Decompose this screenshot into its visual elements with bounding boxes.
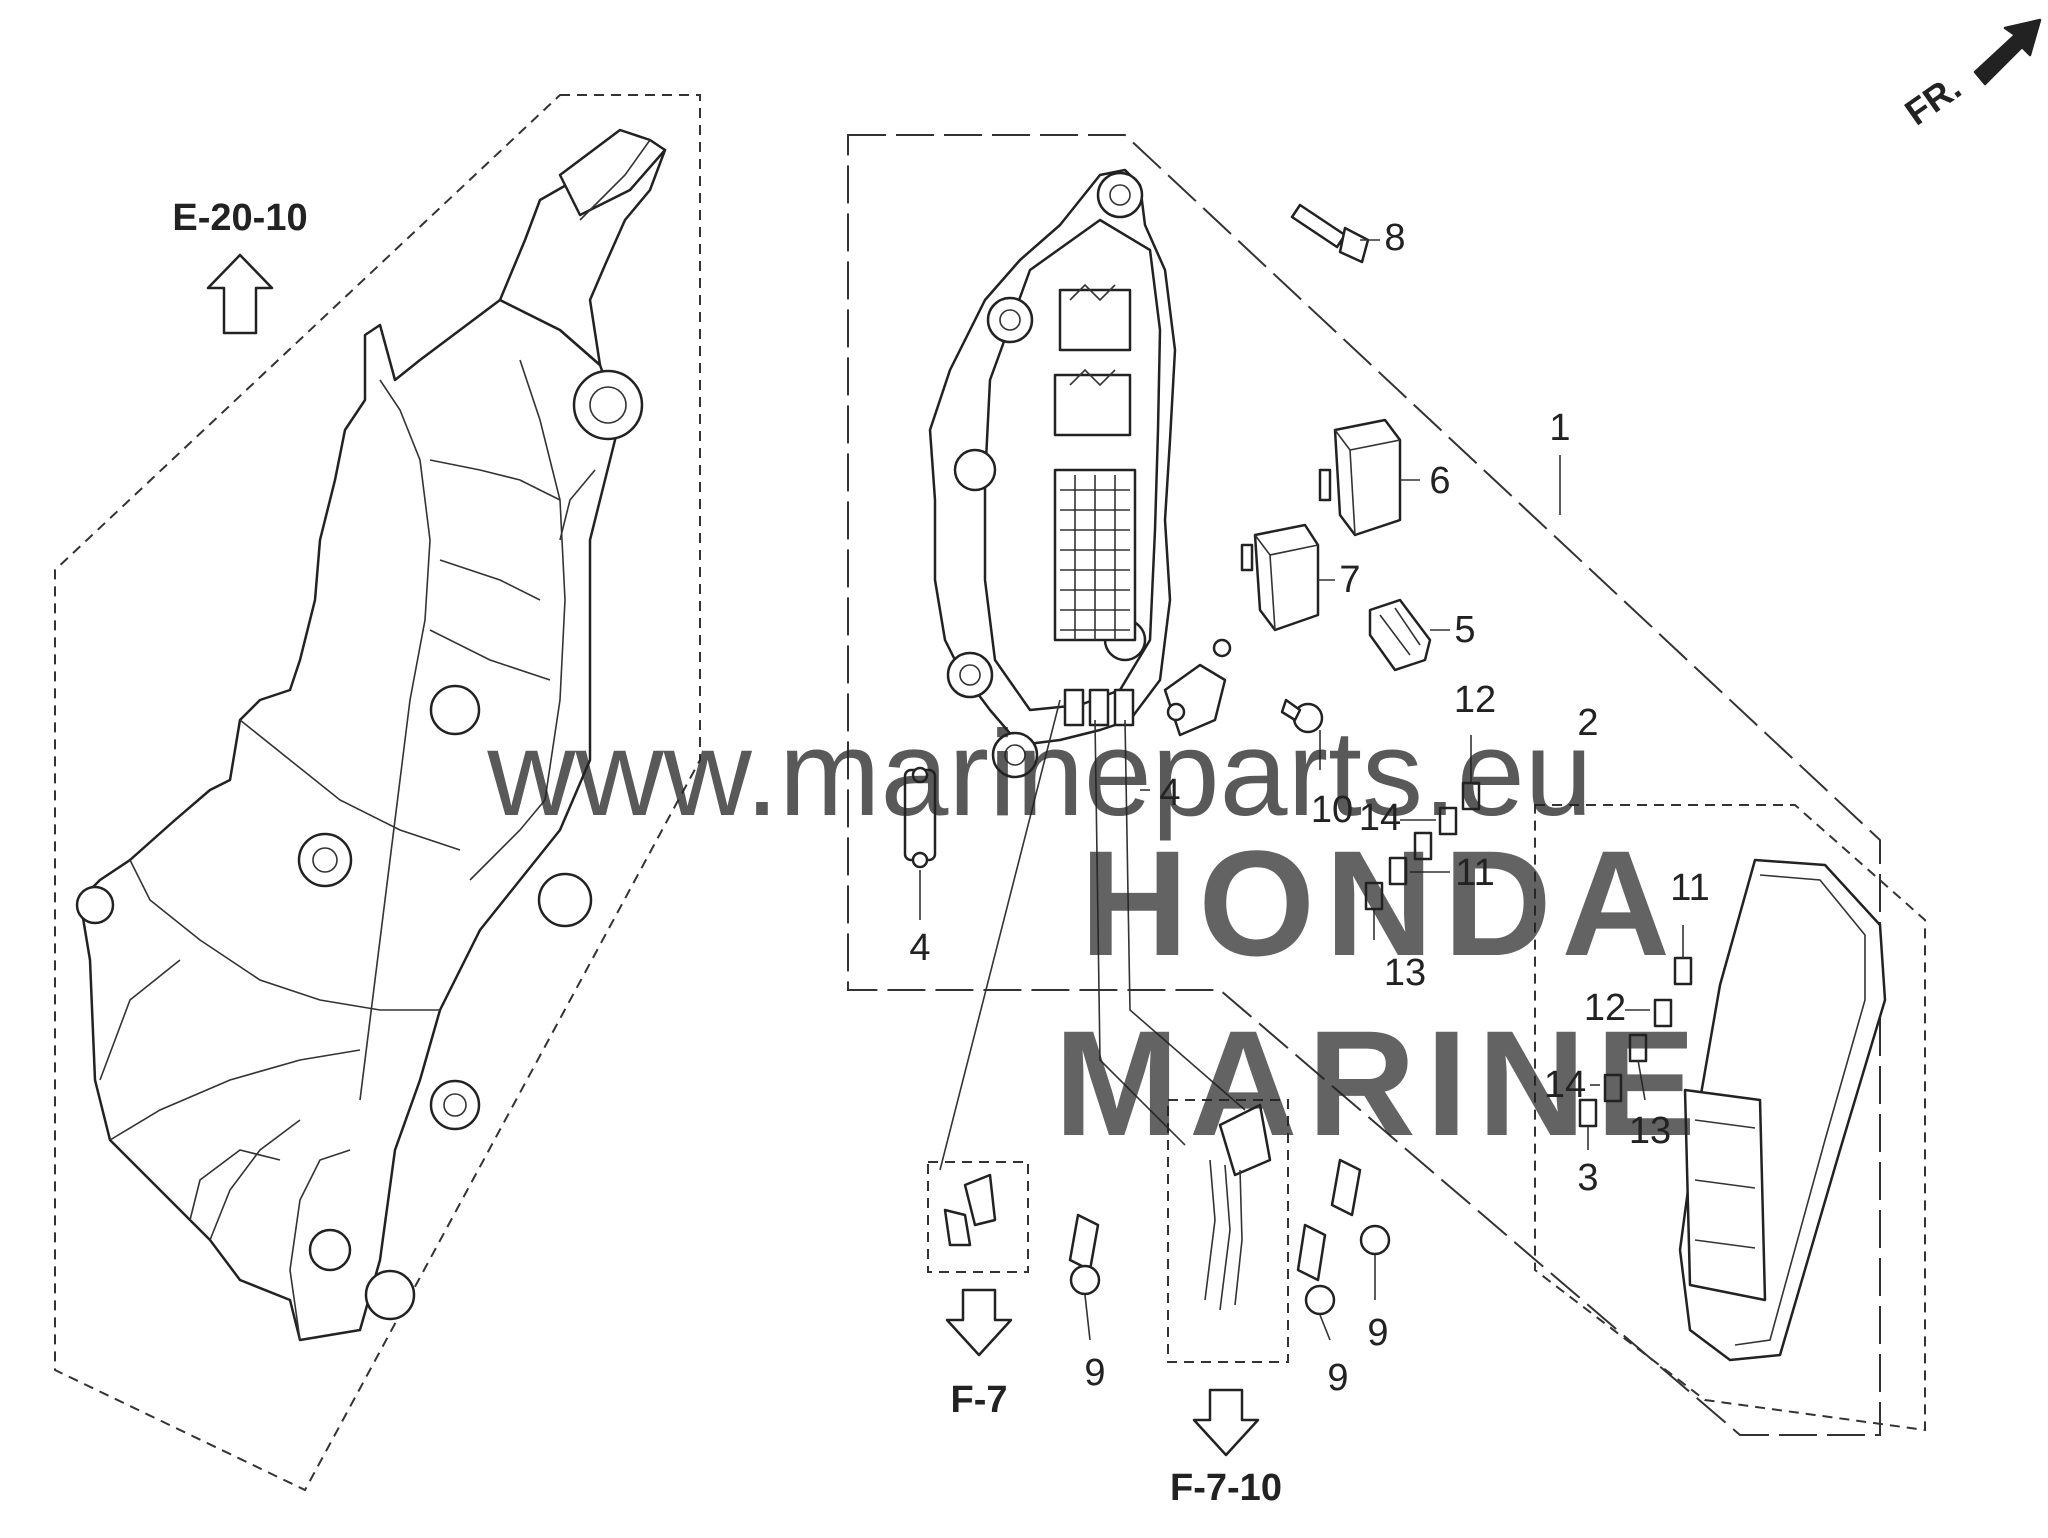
callout-4-upper: 4 <box>1159 772 1180 814</box>
callout-11-right: 11 <box>1670 867 1709 909</box>
fuse-relay-box <box>928 168 1177 779</box>
watermark: HONDA MARINE www.marineparts.eu <box>486 705 1706 1167</box>
f-7-terminal <box>963 1173 997 1227</box>
box-mount-bottom <box>991 731 1039 779</box>
orientation-indicator: FR. <box>1897 18 2042 133</box>
callout-2: 2 <box>1577 702 1598 744</box>
callout-11-center: 11 <box>1455 852 1494 894</box>
box-terminal-1 <box>1063 688 1085 727</box>
watermark-brand-line2: MARINE <box>1054 999 1706 1167</box>
bolt-9b <box>1330 1158 1362 1217</box>
bracket-boss-right <box>537 872 593 928</box>
forward-arrow-icon <box>1973 18 2042 86</box>
bracket-boss-left <box>297 832 353 888</box>
callout-9-center: 9 <box>1327 1357 1348 1399</box>
assembly-region-outline <box>847 134 1881 1436</box>
cover-latch <box>1683 1088 1767 1302</box>
box-mount-left-upper <box>986 296 1034 344</box>
part-4-terminal-upper <box>1163 638 1232 737</box>
f-7-subassembly <box>927 1161 1101 1296</box>
box-terminal-2 <box>1088 688 1110 727</box>
fuse-11a-2 <box>1388 856 1408 886</box>
callout-4-lower: 4 <box>909 927 930 969</box>
leader-lines <box>919 239 1684 1341</box>
callout-9-left: 9 <box>1084 1352 1105 1394</box>
callout-labels: 1 2 3 4 4 5 6 7 8 9 9 9 10 11 11 12 12 1… <box>909 217 1709 1399</box>
bolt-9a <box>1068 1213 1100 1272</box>
callout-5: 5 <box>1454 609 1475 651</box>
box-mount-left-lower <box>946 651 994 699</box>
fuse-14b <box>1603 1073 1623 1103</box>
callout-8: 8 <box>1384 217 1405 259</box>
callout-1: 1 <box>1549 407 1570 449</box>
relay-socket-1 <box>1058 288 1132 352</box>
fuse-12b <box>1653 998 1673 1028</box>
bracket-pivot-bottom <box>364 1269 416 1321</box>
part-6-relay <box>1318 418 1402 537</box>
callout-7: 7 <box>1339 559 1360 601</box>
callout-10: 10 <box>1311 789 1353 831</box>
f-7-lead <box>943 1208 972 1247</box>
bracket-boss-upper <box>572 369 644 441</box>
box-mount-top <box>1096 171 1144 219</box>
orientation-label: FR. <box>1897 66 1968 133</box>
reference-label: F-7-10 <box>1170 1467 1282 1509</box>
up-arrow-icon <box>206 253 274 335</box>
bracket-boss-bottom <box>308 1228 352 1272</box>
bolt-9c <box>1296 1223 1327 1282</box>
reference-label: F-7 <box>951 1379 1008 1421</box>
part-8-bolt <box>1290 203 1370 264</box>
f-7-region-outline <box>927 1161 1029 1273</box>
cover-region-outline <box>1534 804 1926 1432</box>
f-7-10-terminal <box>1218 1103 1272 1177</box>
callout-13-right: 13 <box>1629 1110 1671 1152</box>
fuse-12a <box>1461 781 1481 811</box>
callout-3: 3 <box>1577 1157 1598 1199</box>
part-5-connector <box>1368 598 1432 672</box>
mini-fuse-group-center <box>1364 781 1481 911</box>
bracket-arm-plate <box>558 128 667 217</box>
callout-12-right: 12 <box>1584 987 1626 1029</box>
f-7-10-subassembly <box>1167 1099 1391 1363</box>
reference-f-7-10[interactable]: F-7-10 <box>1170 1388 1282 1509</box>
fuse-11a <box>1413 831 1433 861</box>
callout-12-center: 12 <box>1454 679 1496 721</box>
down-arrow-icon <box>1192 1388 1260 1457</box>
callout-14-right: 14 <box>1544 1064 1586 1106</box>
bracket-tilt-arm <box>498 138 667 367</box>
reference-e-20-10[interactable]: E-20-10 <box>172 197 308 335</box>
reference-f-7[interactable]: F-7 <box>945 1288 1013 1421</box>
down-arrow-icon <box>945 1288 1013 1357</box>
bracket-boss-mid <box>429 684 481 736</box>
bracket-boss-lower <box>429 1079 481 1131</box>
callout-13-center: 13 <box>1384 952 1426 994</box>
callout-9-right: 9 <box>1367 1312 1388 1354</box>
part-4-terminal-lower <box>903 766 937 869</box>
mounting-bracket-assembly <box>54 94 701 1492</box>
fuse-14a <box>1438 806 1458 836</box>
box-mount-left <box>953 448 997 492</box>
bracket-pivot-left <box>75 885 115 925</box>
relay-6-pin <box>1318 468 1332 502</box>
part-10-screw <box>1280 698 1324 734</box>
watermark-site: www.marineparts.eu <box>486 705 1592 841</box>
bracket-region-outline <box>54 94 701 1492</box>
callout-6: 6 <box>1429 460 1450 502</box>
relay-socket-2 <box>1053 373 1132 437</box>
part-7-relay <box>1240 523 1320 632</box>
watermark-brand: HONDA <box>1080 819 1680 987</box>
fuse-13a <box>1364 881 1384 911</box>
f-7-10-region-outline <box>1167 1099 1289 1363</box>
reference-label: E-20-10 <box>172 197 307 239</box>
part-2-cover <box>1678 858 1887 1362</box>
box-terminal-3 <box>1113 688 1135 727</box>
callout-14-center: 14 <box>1359 797 1401 839</box>
relay-7-pin <box>1240 543 1254 572</box>
